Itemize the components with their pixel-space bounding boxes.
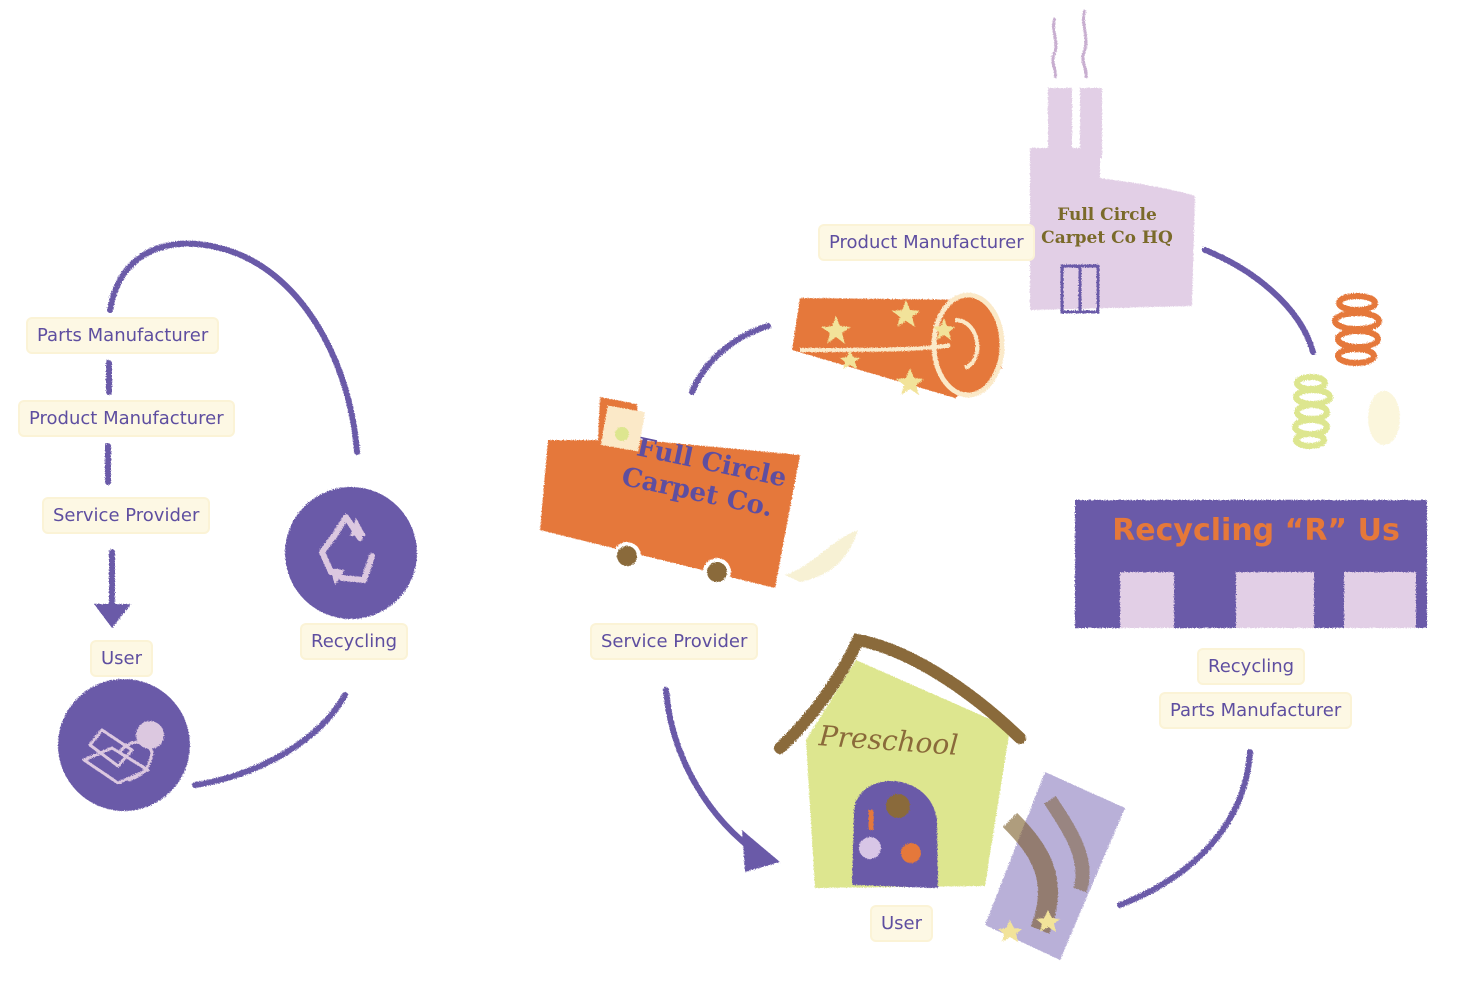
arrow-carpet-truck	[689, 323, 771, 395]
factory-hq	[1030, 9, 1195, 314]
left-label-parts-manufacturer: Parts Manufacturer	[28, 319, 218, 352]
user-head-icon	[136, 721, 164, 749]
smoke-right	[1081, 9, 1088, 79]
preschool-building	[774, 633, 1026, 888]
arrow-recycler-rolled-carpet	[1117, 749, 1253, 908]
laptop-user-icon	[82, 728, 154, 785]
arrow-service-user-head	[94, 604, 131, 628]
loop-arc-top	[107, 240, 360, 455]
delivery-truck	[540, 397, 858, 588]
carpet-roll	[792, 292, 1005, 398]
loop-arc-bottom	[192, 692, 348, 788]
factory-sign-line1: Full Circle	[1057, 205, 1157, 225]
left-loop	[58, 240, 417, 811]
left-label-service-provider: Service Provider	[44, 499, 209, 532]
arrow-truck-preschool-head	[742, 830, 780, 872]
recycling-badge	[285, 487, 417, 619]
right-loop	[540, 9, 1427, 960]
right-label-user: User	[872, 907, 932, 940]
arrow-factory-recycler	[1202, 247, 1316, 355]
spring-parts	[1292, 293, 1400, 449]
used-carpet-roll	[985, 772, 1125, 960]
left-label-product-manufacturer: Product Manufacturer	[20, 402, 233, 435]
left-label-user: User	[92, 642, 152, 675]
right-label-recycling: Recycling	[1199, 650, 1304, 683]
recycler-building	[1075, 500, 1427, 628]
right-label-product-manufacturer: Product Manufacturer	[820, 226, 1033, 259]
right-label-parts-manufacturer: Parts Manufacturer	[1161, 694, 1351, 727]
right-label-service-provider: Service Provider	[592, 625, 757, 658]
exhaust-puff	[785, 530, 858, 582]
left-label-recycling: Recycling	[302, 625, 407, 658]
recycle-icon	[319, 514, 375, 585]
arrow-truck-preschool	[663, 687, 763, 858]
factory-sign-line2: Carpet Co HQ	[1041, 228, 1173, 248]
recycler-sign: Recycling “R” Us	[1112, 513, 1400, 548]
smoke-left	[1051, 17, 1058, 79]
